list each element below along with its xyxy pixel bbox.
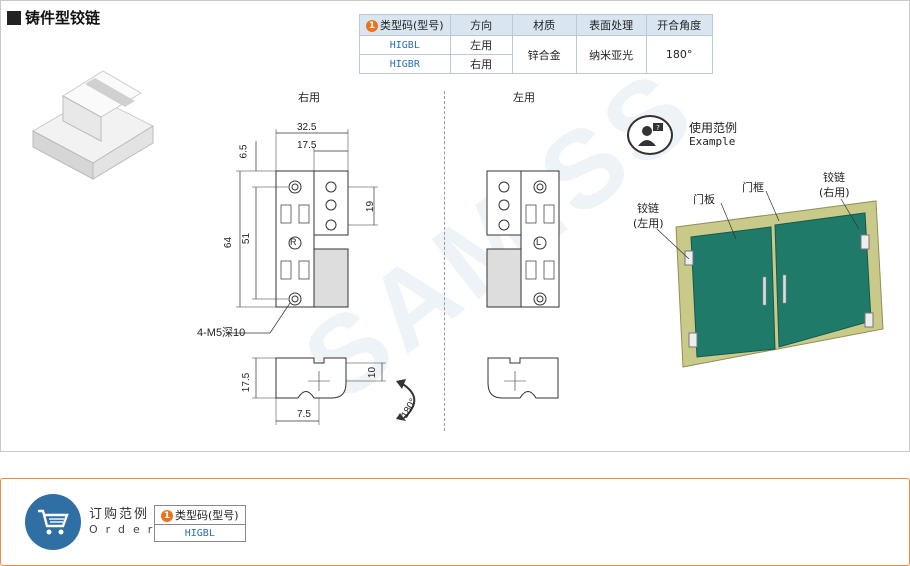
mark-r: R (290, 237, 297, 247)
direction-cell: 右用 (449, 54, 513, 74)
door-panel-label: 门板 (693, 193, 715, 206)
hinge-right-sub-label: (右用) (819, 186, 850, 199)
page-title-text: 铸件型铰链 (25, 9, 101, 27)
right-use-front-drawing (226, 129, 378, 334)
spec-header-angle: 开合角度 (645, 14, 713, 36)
spec-header-material: 材质 (511, 14, 577, 36)
example-user-icon: ? (627, 115, 673, 155)
example-cn-label: 使用范例 (689, 121, 738, 135)
page-title: 铸件型铰链 (7, 7, 100, 28)
order-en-label: Order (89, 523, 161, 536)
hinge-left-label: 铰链 (637, 202, 659, 215)
left-use-label: 左用 (513, 91, 535, 104)
hinge-right-label: 铰链 (823, 171, 845, 184)
table-row: HIGBL (154, 524, 246, 542)
hinge-left-sub-label: (左用) (633, 217, 664, 230)
svg-text:?: ? (656, 124, 660, 132)
door-frame-label: 门框 (742, 181, 764, 194)
direction-cell: 左用 (449, 35, 513, 55)
table-row: HIGBL 左用 锌合金 纳米亚光 180° (359, 35, 713, 74)
right-use-label: 右用 (298, 91, 320, 104)
dim-17-5-top: 17.5 (297, 140, 317, 151)
spec-header-surface: 表面处理 (575, 14, 647, 36)
example-en-label: Example (689, 135, 736, 148)
hole-note: 4-M5深10 (197, 327, 246, 339)
number-badge-icon: 1 (366, 20, 378, 32)
shopping-cart-icon (25, 494, 81, 550)
order-cn-label: 订购范例 (89, 507, 150, 522)
spec-header-direction: 方向 (449, 14, 513, 36)
center-divider (444, 91, 445, 431)
mark-l: L (536, 237, 542, 247)
right-use-side-drawing (252, 357, 416, 425)
dim-19: 19 (365, 200, 377, 213)
leader-lines (656, 190, 860, 259)
dim-6-5: 6.5 (238, 144, 250, 159)
angle-cell: 180° (645, 35, 713, 74)
surface-cell: 纳米亚光 (575, 35, 647, 74)
number-badge-icon: 1 (161, 510, 173, 522)
dim-17-5-side: 17.5 (241, 372, 253, 393)
left-use-front-drawing (486, 170, 560, 308)
left-use-side-drawing (487, 357, 559, 399)
dim-10: 10 (367, 366, 379, 379)
dim-64: 64 (223, 236, 235, 249)
cabinet-illustration (675, 200, 884, 368)
model-cell[interactable]: HIGBL (359, 35, 451, 55)
dim-32-5: 32.5 (297, 122, 317, 133)
title-square-icon (7, 10, 21, 25)
order-value-cell[interactable]: HIGBL (154, 524, 246, 542)
product-photo (31, 70, 155, 180)
model-cell[interactable]: HIGBR (359, 54, 451, 74)
table-row: HIGBR 右用 (359, 54, 713, 74)
material-cell: 锌合金 (511, 35, 577, 74)
dim-51: 51 (241, 232, 253, 245)
dim-7-5: 7.5 (297, 409, 311, 420)
